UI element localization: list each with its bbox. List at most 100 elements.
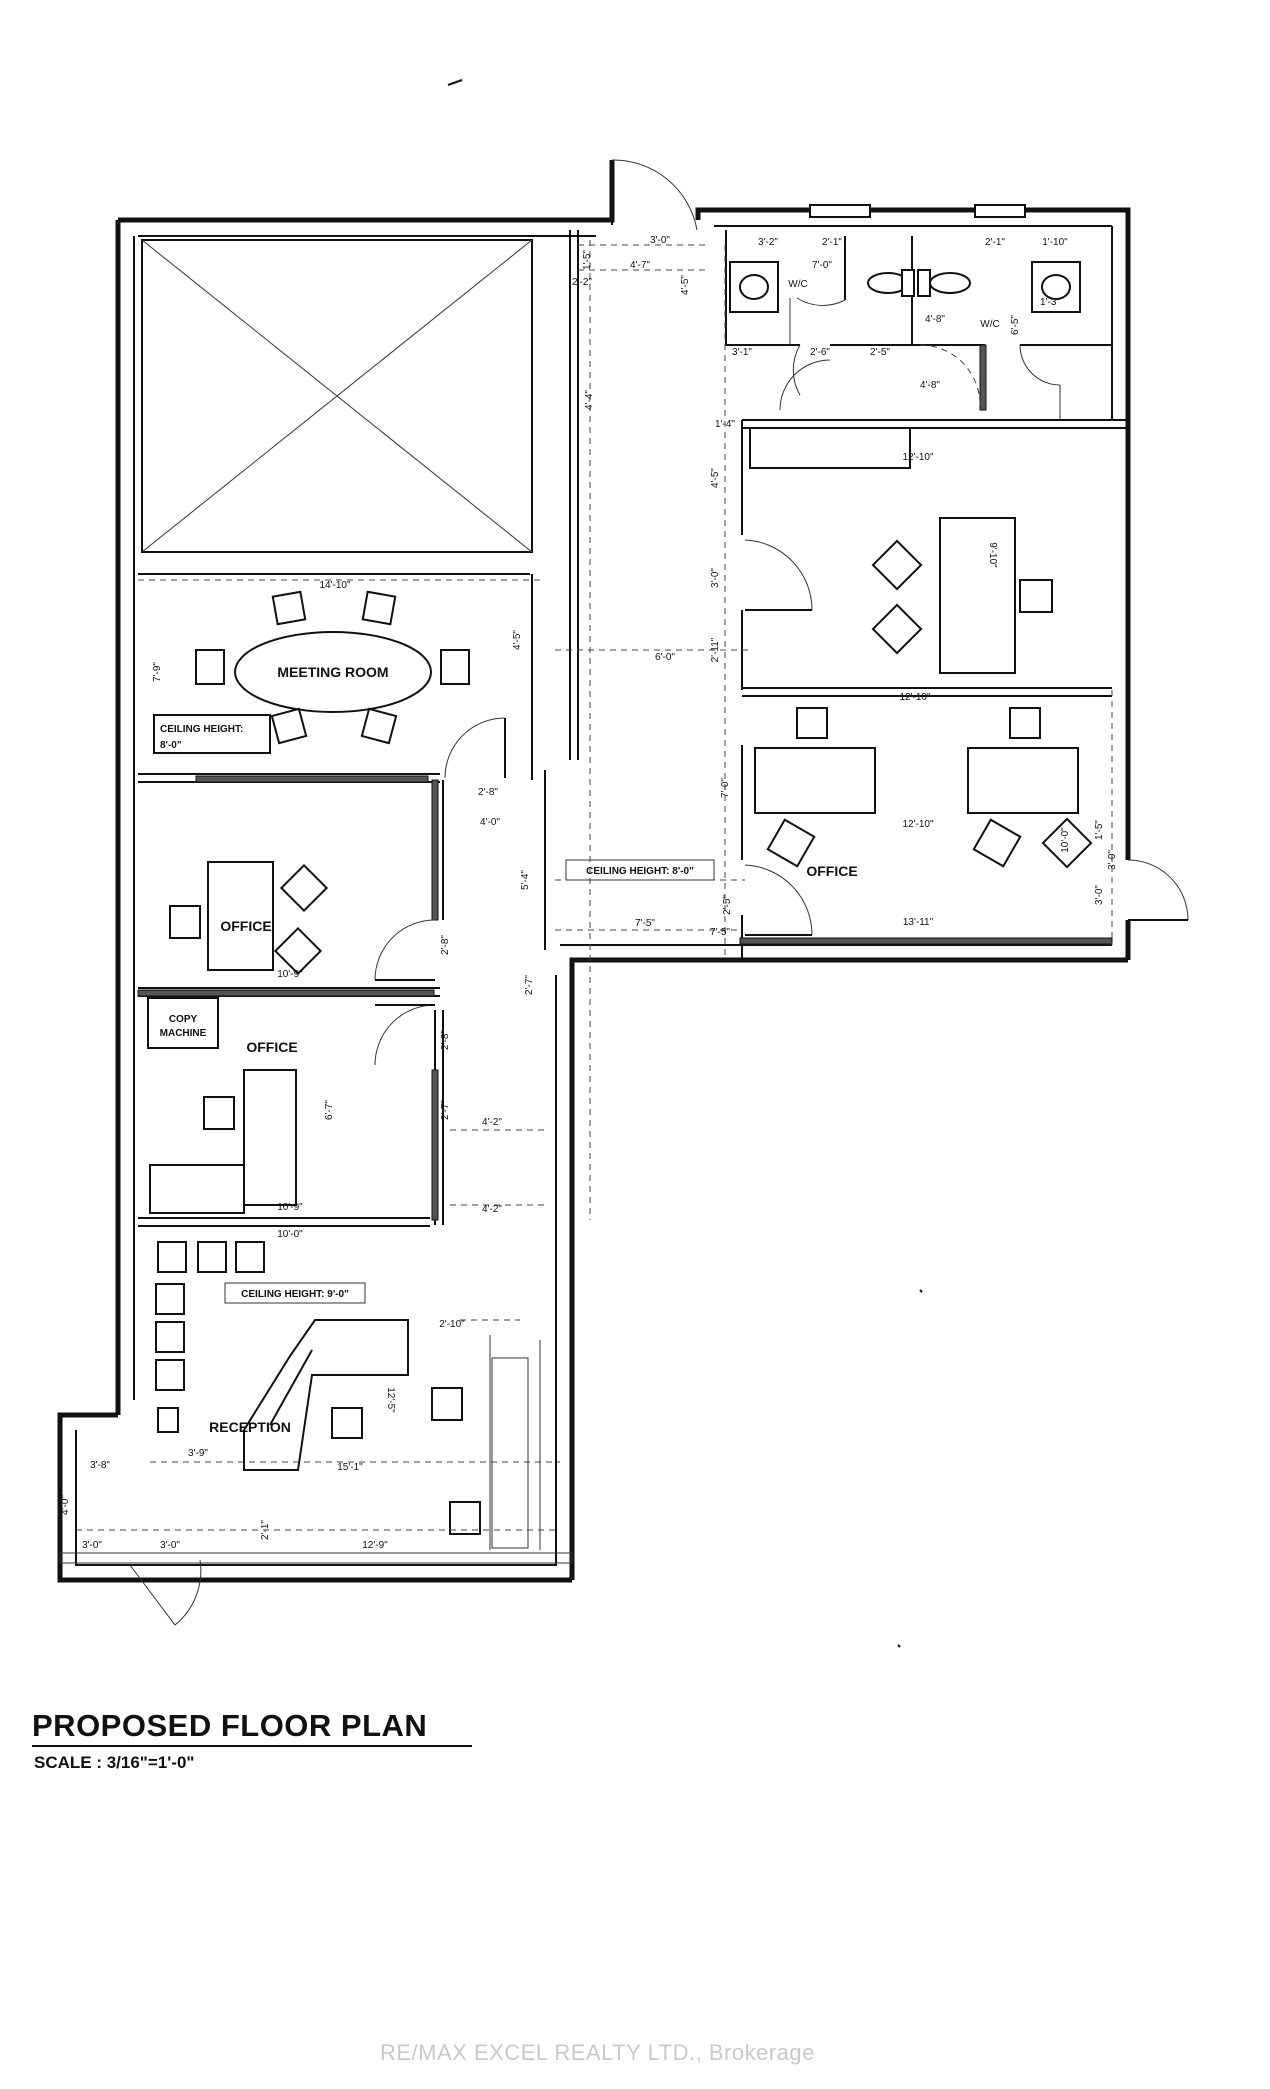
dimension-labels: 14'-10" 7'-9" 4'-5" 3'-0" 4'-7" 4'-5" 4'… — [60, 235, 1118, 1551]
dim: 3'-0" — [1094, 885, 1105, 905]
dim: 3'-9" — [188, 1448, 208, 1459]
dim: 4'-4" — [584, 390, 595, 410]
dim: 7'-5" — [635, 918, 655, 929]
dim: 10'-0" — [277, 1229, 303, 1240]
dim: 2'-1" — [822, 237, 842, 248]
dim: 2'-1" — [260, 1520, 271, 1540]
dim: 3'-0" — [710, 568, 721, 588]
dim: 3'-8" — [90, 1460, 110, 1471]
dim: 3'-0" — [1107, 850, 1118, 870]
ceiling-reception: CEILING HEIGHT: 9'-0" — [241, 1289, 349, 1300]
dim: 9'-10" — [987, 542, 998, 568]
dim: 2'-8" — [440, 1030, 451, 1050]
dim: 15'-1" — [337, 1462, 363, 1473]
dim: 7'-5" — [710, 927, 730, 938]
dim: 14'-10" — [319, 580, 350, 591]
dim: 2'-1" — [985, 237, 1005, 248]
dim: 4'-0" — [480, 817, 500, 828]
dim: 10'-9" — [277, 1202, 303, 1213]
dim: 3'-0" — [650, 235, 670, 246]
drawing-scale: SCALE : 3/16"=1'-0" — [34, 1753, 195, 1772]
dim: 7'-9" — [152, 662, 163, 682]
office-2-furniture — [147, 997, 297, 1214]
dim: 10'-0" — [1060, 827, 1071, 853]
open-to-below-area — [141, 239, 533, 553]
dim: 6'-0" — [655, 652, 675, 663]
office-4-furniture — [754, 707, 1093, 869]
dim: 2'-8" — [478, 787, 498, 798]
dim: 7'-0" — [720, 778, 731, 798]
dim: 3'-0" — [160, 1540, 180, 1551]
dim: 3'-1" — [732, 347, 752, 358]
sink-icon — [1041, 274, 1071, 300]
office-2-label: OFFICE — [246, 1039, 297, 1055]
dim: 10'-9" — [277, 969, 303, 980]
dim: 2'-7" — [440, 1100, 451, 1120]
dim: 4'-2" — [482, 1117, 502, 1128]
dim: 3'-0" — [82, 1540, 102, 1551]
office-3-label: OFFICE — [806, 863, 857, 879]
dim: 2'-5" — [722, 895, 733, 915]
dim: 13'-11" — [903, 917, 934, 928]
dim: 1'-5" — [1094, 820, 1105, 840]
dim: 2'-11" — [710, 637, 721, 662]
copy-machine-label-1: COPY — [169, 1014, 198, 1025]
dim: 4'-5" — [680, 275, 691, 295]
dim: 6'-5" — [1010, 315, 1021, 335]
reception-label: RECEPTION — [209, 1419, 291, 1435]
dim: 1'-5" — [582, 250, 593, 270]
dim: 12'-5" — [385, 1387, 396, 1413]
sink-icon — [739, 274, 769, 300]
dim: 4'-0" — [60, 1495, 71, 1515]
title-underline — [32, 1745, 472, 1747]
reception-furniture — [155, 1241, 529, 1549]
scan-mark — [447, 79, 463, 86]
dim: 3'-2" — [758, 237, 778, 248]
dim: 1'-3" — [1040, 297, 1060, 308]
dim: 2'-8" — [440, 935, 451, 955]
ceiling-meeting-line2: 8'-0" — [160, 740, 182, 751]
dim: 5'-4" — [520, 870, 531, 890]
dim: 2'-10" — [439, 1319, 465, 1330]
windows — [59, 204, 1026, 1564]
ceiling-corridor: CEILING HEIGHT: 8'-0" — [586, 866, 694, 877]
dim: 2'-2" — [572, 277, 592, 288]
office-3-furniture — [749, 427, 1053, 674]
dim: 2'-6" — [810, 347, 830, 358]
dim: 4'-8" — [920, 380, 940, 391]
dim: 4'-8" — [925, 314, 945, 325]
dim: 4'-5" — [710, 468, 721, 488]
dim: 6'-7" — [324, 1100, 335, 1120]
dim: 4'-5" — [512, 630, 523, 650]
dim: 12'-9" — [362, 1540, 388, 1551]
wc-2-label: W/C — [980, 319, 999, 330]
dim: 7'-0" — [812, 260, 832, 271]
exterior-walls — [57, 160, 1131, 1583]
copy-machine — [147, 997, 219, 1049]
dim: 1'-10" — [1042, 237, 1068, 248]
meeting-table — [234, 631, 432, 713]
copy-machine-label-2: MACHINE — [160, 1028, 207, 1039]
office-1-furniture — [169, 861, 329, 976]
drawing-title: PROPOSED FLOOR PLAN — [32, 1708, 428, 1743]
toilet-icon — [929, 272, 971, 294]
dim: 12'-10" — [902, 819, 933, 830]
doors — [129, 159, 1189, 1626]
dim: 12'-10" — [899, 692, 930, 703]
ceiling-meeting-line1: CEILING HEIGHT: — [160, 724, 243, 735]
dim: 2'-7" — [524, 975, 535, 995]
washroom-fixtures — [729, 261, 1081, 313]
dim: 4'-7" — [630, 260, 650, 271]
dim: 1'-4" — [715, 419, 735, 430]
office-1-label: OFFICE — [220, 918, 271, 934]
brokerage-watermark: RE/MAX EXCEL REALTY LTD., Brokerage — [380, 2040, 815, 2065]
dim: 4'-2" — [482, 1204, 502, 1215]
ceiling-height-box — [153, 714, 271, 754]
dim: 2'-5" — [870, 347, 890, 358]
meeting-room-label: MEETING ROOM — [277, 664, 388, 680]
wc-1-label: W/C — [788, 279, 807, 290]
hatched-walls — [137, 344, 1113, 1221]
meeting-room-furniture — [153, 590, 470, 754]
dim: 12'-10" — [902, 452, 933, 463]
